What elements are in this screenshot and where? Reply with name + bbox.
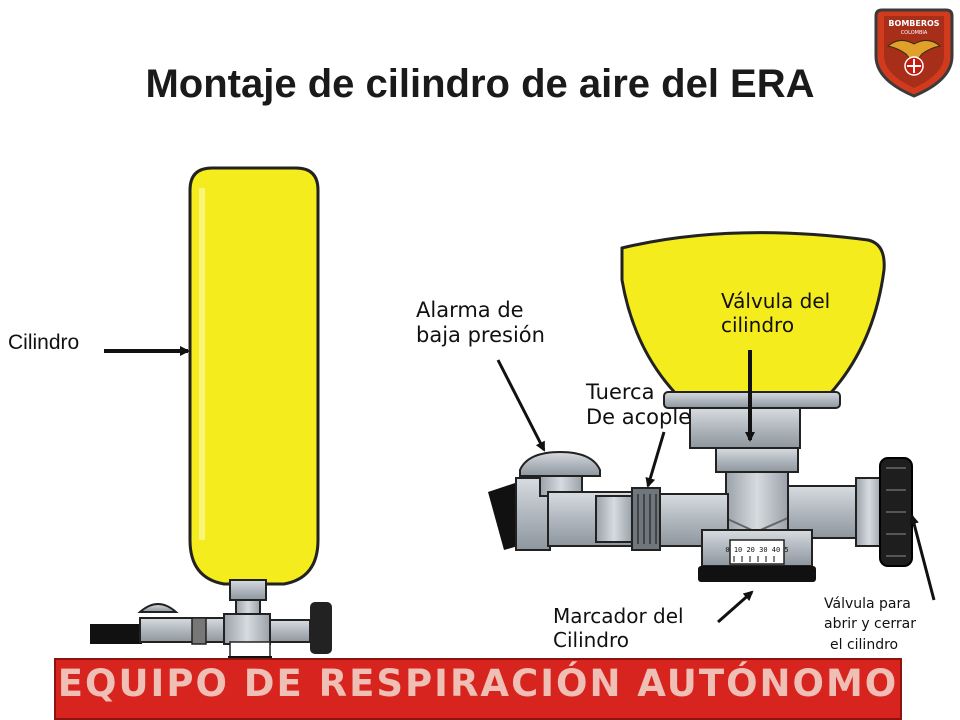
- label-alarma-line2: baja presión: [416, 323, 545, 348]
- label-valvula-abrir-line1: Válvula para: [824, 596, 911, 612]
- label-marcador-line1: Marcador del: [553, 604, 684, 628]
- label-tuerca-line2: De acople: [586, 405, 692, 430]
- bottom-banner: EQUIPO DE RESPIRACIÓN AUTÓNOMO: [54, 658, 902, 720]
- label-valvula-abrir-line3: el cilindro: [830, 636, 899, 653]
- open-close-handwheel: [879, 457, 913, 567]
- badge-line2: COLOMBIA: [901, 30, 928, 36]
- badge-line1: BOMBEROS: [888, 19, 939, 28]
- arrow-alarma: [496, 359, 546, 452]
- cylinder-gauge: 0 10 20 30 40 5: [698, 529, 816, 582]
- page-title: Montaje de cilindro de aire del ERA: [145, 62, 815, 106]
- coupling-nut: [631, 487, 729, 551]
- label-valvula-abrir-line2: abrir y cerrar: [824, 616, 916, 633]
- arrow-tuerca: [645, 431, 666, 488]
- label-valvula-abrir: Válvula para abrir y cerrar el cilindro: [824, 594, 916, 655]
- arrow-marcador: [717, 590, 754, 624]
- label-marcador-line2: Cilindro: [553, 628, 630, 652]
- banner-text: EQUIPO DE RESPIRACIÓN AUTÓNOMO: [57, 662, 899, 705]
- label-marcador: Marcador del Cilindro: [553, 604, 684, 652]
- label-valvula-cilindro-line2: cilindro: [721, 313, 795, 337]
- full-cylinder: [188, 166, 320, 586]
- small-valve-assembly: [90, 579, 332, 664]
- arrow-valvula-abrir: [909, 514, 936, 601]
- label-valvula-cilindro-line1: Válvula del: [721, 289, 831, 313]
- gauge-scale-text: 0 10 20 30 40 5: [725, 546, 788, 554]
- low-pressure-alarm: [488, 450, 639, 551]
- label-tuerca-line1: Tuerca: [586, 380, 655, 404]
- label-valvula-cilindro: Válvula del cilindro: [721, 289, 830, 337]
- label-cilindro-text: Cilindro: [8, 331, 80, 354]
- label-cilindro: Cilindro: [8, 330, 79, 355]
- label-alarma: Alarma de baja presión: [416, 298, 545, 348]
- label-alarma-line1: Alarma de: [416, 298, 524, 322]
- label-tuerca: Tuerca De acople: [586, 380, 691, 430]
- eagle-icon: [886, 40, 942, 65]
- valve-body: [707, 447, 883, 547]
- bomberos-colombia-badge: BOMBEROS COLOMBIA: [874, 8, 954, 98]
